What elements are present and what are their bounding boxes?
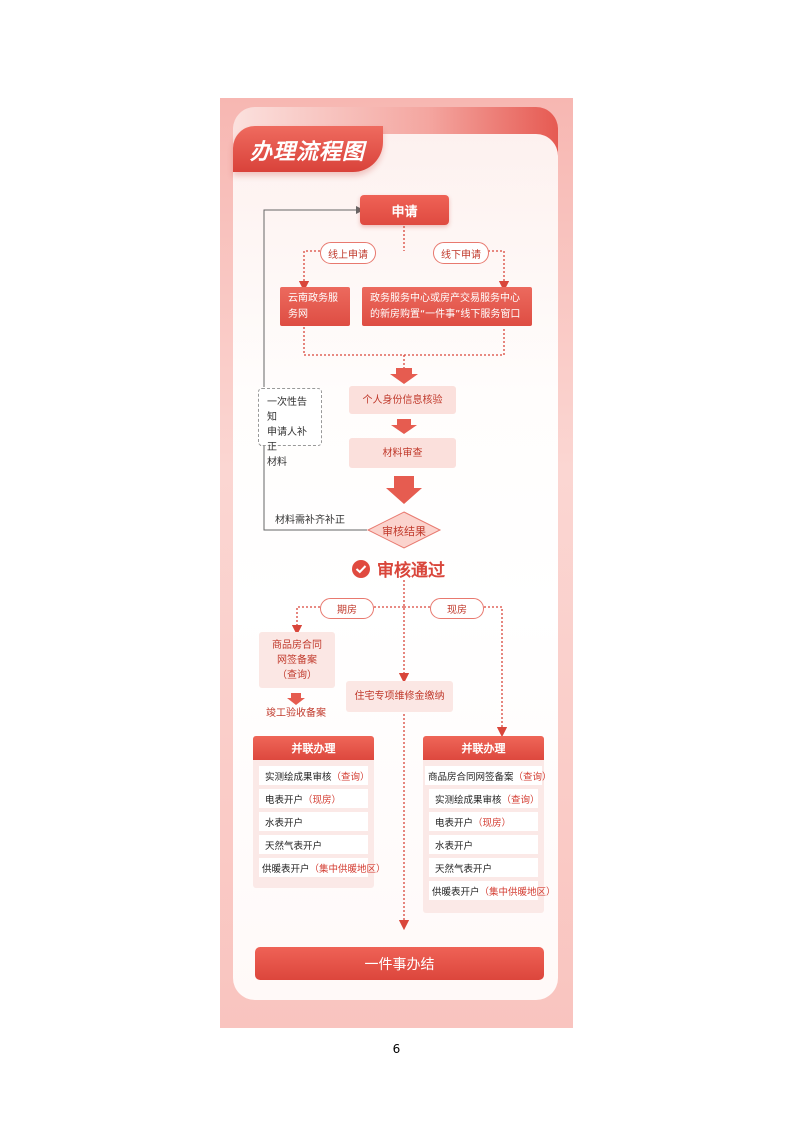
contract-filing-line-2: 网签备案	[277, 654, 317, 666]
right-panel-item: 商品房合同网签备案（查询）	[425, 766, 552, 785]
maintenance-fund-box: 住宅专项维修金缴纳	[346, 681, 453, 712]
item-text: 水表开户	[265, 817, 304, 829]
page-title: 办理流程图	[250, 140, 366, 165]
item-text: 实测绘成果审核	[435, 794, 502, 806]
item-text: 电表开户	[265, 794, 304, 806]
item-text: 供暖表开户	[432, 886, 480, 898]
item-note: （查询）	[331, 771, 370, 783]
left-parallel-panel: 并联办理 实测绘成果审核（查询） 电表开户（现房） 水表开户 天然气表开户 供暖…	[253, 736, 386, 888]
item-note: （查询）	[501, 794, 540, 806]
offline-channel-line-2: 的新房购置“一件事”线下服务窗口	[370, 308, 521, 320]
right-panel-header: 并联办理	[423, 736, 544, 760]
right-panel-item: 水表开户	[429, 835, 538, 854]
notice-line-3: 材料	[267, 457, 287, 468]
existing-pill: 现房	[430, 598, 484, 619]
passed-indicator: 审核通过	[351, 556, 445, 581]
right-panel-item: 供暖表开户（集中供暖地区）	[429, 881, 556, 900]
item-note: （现房）	[303, 794, 342, 806]
left-panel-item: 水表开户	[259, 812, 368, 831]
right-panel-item: 天然气表开户	[429, 858, 538, 877]
online-apply-pill: 线上申请	[320, 242, 376, 264]
item-note: （集中供暖地区）	[479, 886, 556, 898]
contract-filing-box: 商品房合同 网签备案 （查询）	[259, 632, 335, 688]
title-tab	[233, 126, 383, 172]
contract-filing-line-3: （查询）	[277, 669, 317, 681]
review-result-label: 审核结果	[382, 525, 426, 538]
item-note: （现房）	[473, 817, 512, 829]
item-text: 天然气表开户	[435, 863, 493, 875]
item-text: 商品房合同网签备案	[428, 771, 514, 783]
item-note: （集中供暖地区）	[309, 863, 386, 875]
right-panel-item: 实测绘成果审核（查询）	[429, 789, 540, 808]
material-review-box: 材料审查	[349, 438, 456, 468]
right-parallel-panel: 并联办理 商品房合同网签备案（查询） 实测绘成果审核（查询） 电表开户（现房） …	[423, 736, 556, 913]
item-text: 天然气表开户	[265, 840, 323, 852]
item-text: 电表开户	[435, 817, 474, 829]
item-text: 水表开户	[435, 840, 474, 852]
check-circle-icon	[352, 559, 370, 578]
online-channel-line-1: 云南政务服	[288, 292, 338, 304]
completion-filing-label: 竣工验收备案	[266, 708, 326, 719]
offline-apply-pill: 线下申请	[433, 242, 489, 264]
notice-line-1: 一次性告知	[267, 397, 307, 423]
offline-channel-line-1: 政务服务中心或房产交易服务中心	[370, 292, 520, 304]
contract-filing-line-1: 商品房合同	[272, 639, 322, 651]
page-number: 6	[392, 1042, 401, 1056]
supplement-label: 材料需补齐补正	[275, 515, 345, 526]
left-panel-header: 并联办理	[253, 736, 374, 760]
presale-pill: 期房	[320, 598, 374, 619]
right-panel-item: 电表开户（现房）	[429, 812, 538, 831]
offline-channel-box: 政务服务中心或房产交易服务中心的新房购置“一件事”线下服务窗口	[362, 287, 532, 326]
item-note: （查询）	[513, 771, 552, 783]
passed-label: 审核通过	[377, 561, 445, 581]
left-panel-item: 电表开户（现房）	[259, 789, 368, 808]
notice-line-2: 申请人补正	[267, 427, 307, 453]
online-channel-line-2: 务网	[288, 308, 308, 320]
final-box: 一件事办结	[255, 947, 544, 980]
left-panel-item: 实测绘成果审核（查询）	[259, 766, 370, 785]
item-text: 供暖表开户	[262, 863, 310, 875]
online-channel-box: 云南政务服务网	[280, 287, 350, 326]
item-text: 实测绘成果审核	[265, 771, 332, 783]
left-panel-item: 天然气表开户	[259, 835, 368, 854]
notice-box: 一次性告知 申请人补正 材料	[258, 388, 322, 468]
identity-check-box: 个人身份信息核验	[349, 386, 456, 414]
left-panel-item: 供暖表开户（集中供暖地区）	[259, 858, 386, 877]
apply-box: 申请	[360, 195, 449, 225]
